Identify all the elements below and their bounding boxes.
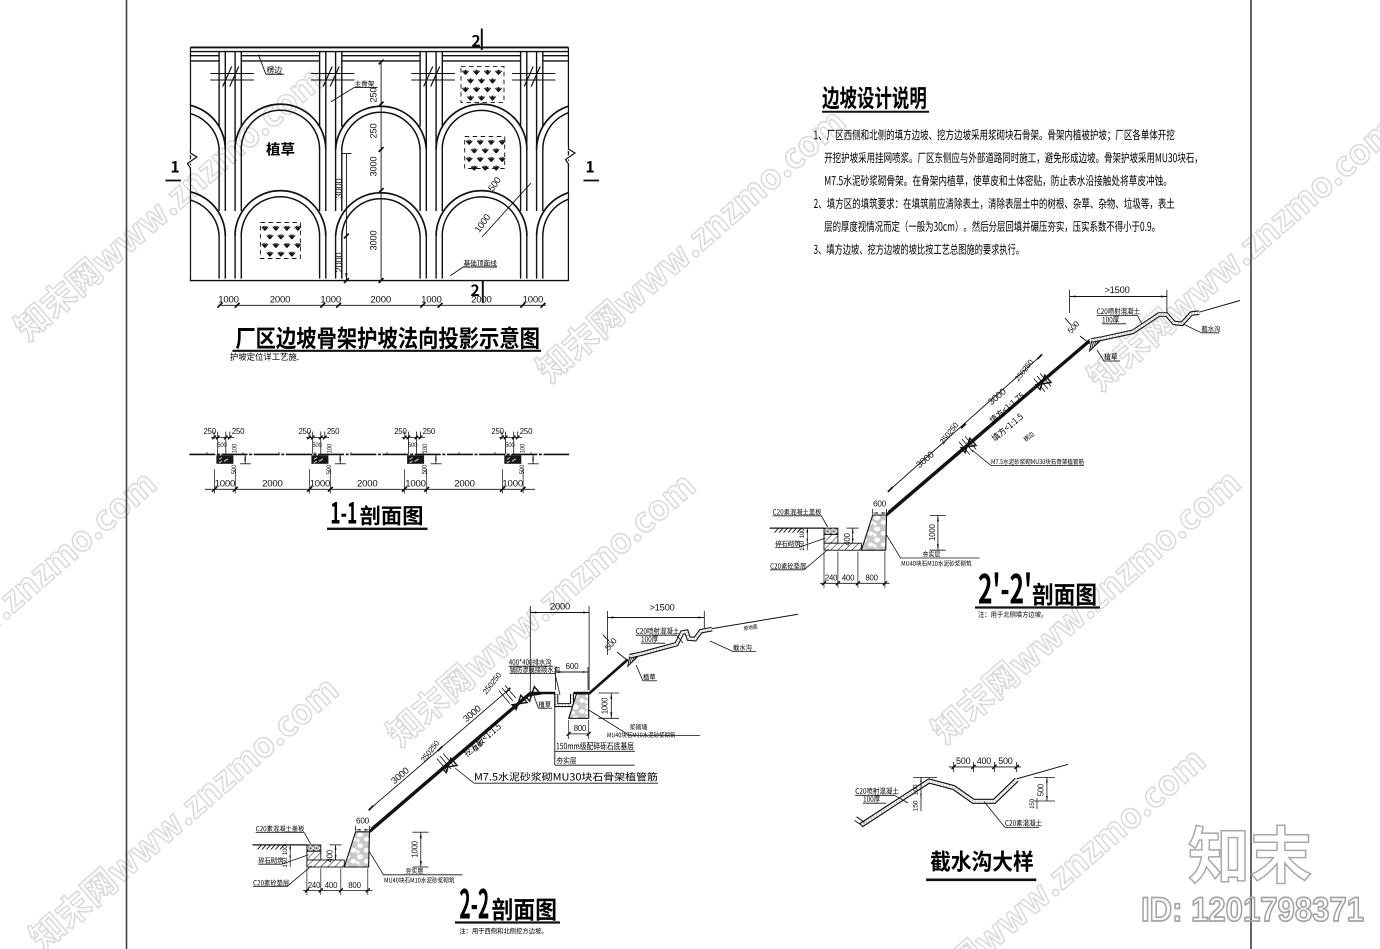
svg-text:250: 250	[203, 427, 216, 436]
svg-text:3000: 3000	[334, 179, 344, 199]
svg-text:500: 500	[998, 756, 1013, 766]
svg-text:800: 800	[348, 881, 361, 890]
svg-text:150: 150	[282, 857, 289, 867]
svg-text:240: 240	[308, 881, 321, 890]
svg-text:250: 250	[232, 427, 245, 436]
svg-text:600: 600	[873, 500, 887, 509]
svg-text:150: 150	[799, 540, 806, 550]
svg-text:600: 600	[565, 662, 579, 671]
svg-text:500: 500	[217, 443, 227, 449]
svg-text:1000: 1000	[601, 697, 610, 714]
svg-text:1000: 1000	[215, 478, 236, 489]
svg-text:400: 400	[326, 849, 335, 862]
svg-text:400: 400	[842, 574, 855, 583]
svg-text:500: 500	[327, 464, 333, 474]
svg-text:250: 250	[423, 427, 436, 436]
svg-text:2000: 2000	[357, 478, 378, 489]
svg-text:2000: 2000	[454, 478, 475, 489]
svg-text:1000: 1000	[502, 478, 523, 489]
svg-text:100: 100	[799, 528, 806, 538]
svg-text:100: 100	[327, 443, 333, 453]
svg-text:250: 250	[394, 427, 407, 436]
svg-text:2000: 2000	[262, 478, 283, 489]
svg-text:250: 250	[520, 427, 533, 436]
svg-text:1000: 1000	[421, 295, 442, 306]
svg-text:150: 150	[913, 800, 920, 811]
svg-text:500: 500	[232, 464, 238, 474]
svg-text:3000: 3000	[369, 157, 379, 177]
svg-text:240: 240	[825, 574, 838, 583]
svg-text:1000: 1000	[523, 295, 544, 306]
svg-text:400: 400	[325, 881, 338, 890]
svg-text:1000: 1000	[218, 295, 239, 306]
svg-text:>1500: >1500	[649, 603, 674, 613]
svg-text:100: 100	[282, 845, 289, 855]
svg-text:500: 500	[408, 443, 418, 449]
svg-text:1000: 1000	[310, 478, 331, 489]
svg-text:250: 250	[491, 427, 504, 436]
svg-text:250: 250	[369, 88, 379, 103]
svg-text:600: 600	[356, 816, 370, 825]
svg-text:1000: 1000	[405, 478, 426, 489]
svg-text:2000: 2000	[471, 295, 492, 306]
svg-text:100: 100	[423, 443, 429, 453]
svg-text:100: 100	[520, 443, 526, 453]
svg-text:100: 100	[232, 443, 238, 453]
svg-text:500: 500	[423, 464, 429, 474]
svg-text:400: 400	[843, 532, 852, 545]
svg-text:100: 100	[913, 784, 920, 795]
svg-text:2000: 2000	[270, 295, 291, 306]
svg-text:ID: 1201798371: ID: 1201798371	[1141, 891, 1364, 929]
svg-text:2000: 2000	[550, 602, 570, 612]
svg-text:250: 250	[369, 124, 379, 139]
svg-text:500: 500	[505, 443, 515, 449]
svg-text:500: 500	[956, 756, 971, 766]
svg-text:2000: 2000	[370, 295, 391, 306]
svg-text:150: 150	[1029, 798, 1036, 808]
svg-text:2000: 2000	[334, 253, 344, 273]
svg-text:1000: 1000	[320, 295, 341, 306]
svg-text:1000: 1000	[928, 523, 937, 540]
svg-text:800: 800	[865, 574, 878, 583]
svg-text:500: 500	[312, 443, 322, 449]
svg-text:800: 800	[574, 724, 587, 733]
svg-text:250: 250	[298, 427, 311, 436]
svg-text:1000: 1000	[411, 840, 420, 857]
svg-text:500: 500	[1037, 783, 1046, 796]
svg-text:>1500: >1500	[1104, 285, 1129, 295]
svg-text:3000: 3000	[369, 231, 379, 251]
svg-text:400: 400	[977, 756, 992, 766]
svg-text:250: 250	[327, 427, 340, 436]
